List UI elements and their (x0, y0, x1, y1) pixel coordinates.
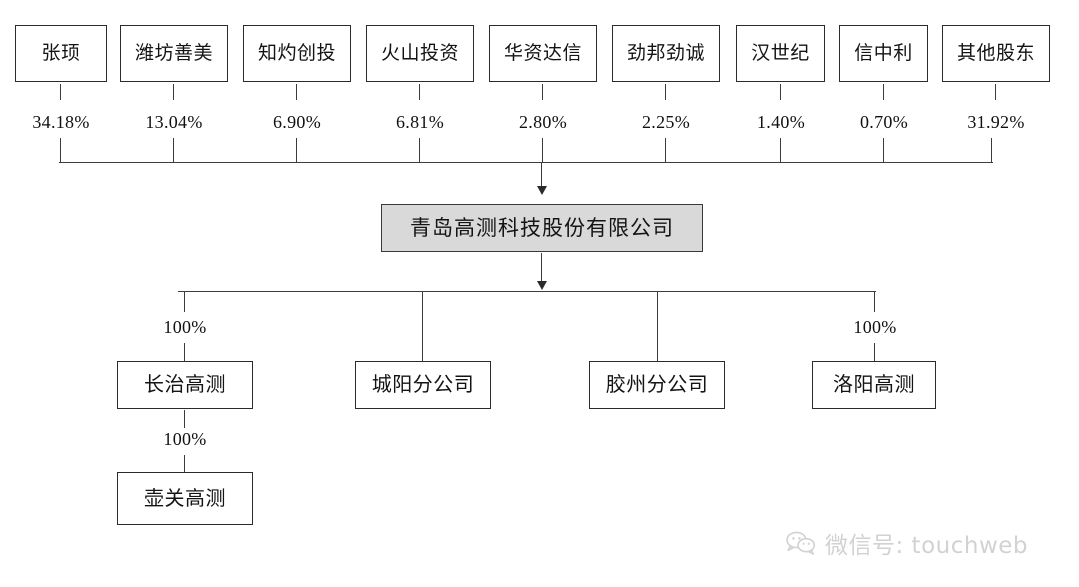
drop-line-7 (780, 138, 782, 163)
shareholder-percent-2: 13.04% (145, 112, 203, 132)
shareholder-percent-4: 6.81% (396, 112, 444, 132)
shareholder-box-4: 火山投资 (366, 25, 474, 82)
stub-line-5 (542, 84, 544, 100)
subsidiary-branch-line-1 (184, 291, 186, 312)
shareholder-percent-7: 1.40% (757, 112, 805, 132)
shareholder-percent-5: 2.80% (519, 112, 567, 132)
subsidiary-box-1: 长治高测 (117, 361, 253, 409)
shareholder-box-6: 劲邦劲诚 (612, 25, 720, 82)
shareholder-box-9: 其他股东 (942, 25, 1050, 82)
stub-line-1 (60, 84, 62, 100)
subsidiary-branch-line-2 (422, 291, 424, 361)
drop-line-2 (173, 138, 175, 163)
subsidiary-distributor-bus (178, 291, 876, 293)
shareholder-collector-bus (59, 162, 993, 164)
drop-line-8 (883, 138, 885, 163)
sub-subsidiary-percent-1: 100% (163, 429, 207, 449)
shareholder-box-7: 汉世纪 (736, 25, 825, 82)
stub-line-2 (173, 84, 175, 100)
stub-line-7 (780, 84, 782, 100)
shareholder-box-3: 知灼创投 (243, 25, 351, 82)
shareholder-percent-8: 0.70% (860, 112, 908, 132)
shareholder-box-5: 华资达信 (489, 25, 597, 82)
company-feed-arrow-icon (537, 186, 547, 195)
central-company-box: 青岛高测科技股份有限公司 (381, 204, 703, 252)
subsidiary-branch-line-4 (874, 291, 876, 312)
drop-line-1 (60, 138, 62, 163)
sub-subsidiary-box-1: 壶关高测 (117, 472, 253, 525)
wechat-icon (786, 531, 816, 555)
shareholder-percent-3: 6.90% (273, 112, 321, 132)
subsidiary-box-4: 洛阳高测 (812, 361, 936, 409)
drop-line-9 (991, 138, 993, 163)
subsidiary-feed-line (541, 253, 543, 283)
drop-line-3 (296, 138, 298, 163)
stub-line-4 (419, 84, 421, 100)
drop-line-4 (419, 138, 421, 163)
stub-line-8 (883, 84, 885, 100)
watermark-text: 微信号: touchweb (825, 533, 1029, 559)
shareholder-percent-9: 31.92% (967, 112, 1025, 132)
subsidiary-box-3: 胶州分公司 (589, 361, 725, 409)
drop-line-5 (542, 138, 544, 163)
shareholder-percent-6: 2.25% (642, 112, 690, 132)
subsidiary-box-2: 城阳分公司 (355, 361, 491, 409)
subsidiary-percent-1: 100% (163, 317, 207, 337)
shareholder-box-2: 潍坊善美 (120, 25, 228, 82)
subsidiary-percent-4: 100% (853, 317, 897, 337)
stub-line-9 (995, 84, 997, 100)
subsidiary-branch-stub-4 (874, 343, 876, 361)
watermark: 微信号: touchweb (786, 526, 1028, 560)
stub-line-3 (296, 84, 298, 100)
subsidiary-branch-line-3 (657, 291, 659, 361)
shareholder-percent-1: 34.18% (32, 112, 90, 132)
sub-subsidiary-line-top (184, 410, 186, 428)
subsidiary-feed-arrow-icon (537, 281, 547, 290)
shareholder-box-8: 信中利 (839, 25, 928, 82)
stub-line-6 (665, 84, 667, 100)
sub-subsidiary-line-bottom (184, 455, 186, 472)
shareholder-box-1: 张顼 (15, 25, 107, 82)
subsidiary-branch-stub-1 (184, 343, 186, 361)
company-feed-line (541, 162, 543, 193)
drop-line-6 (665, 138, 667, 163)
